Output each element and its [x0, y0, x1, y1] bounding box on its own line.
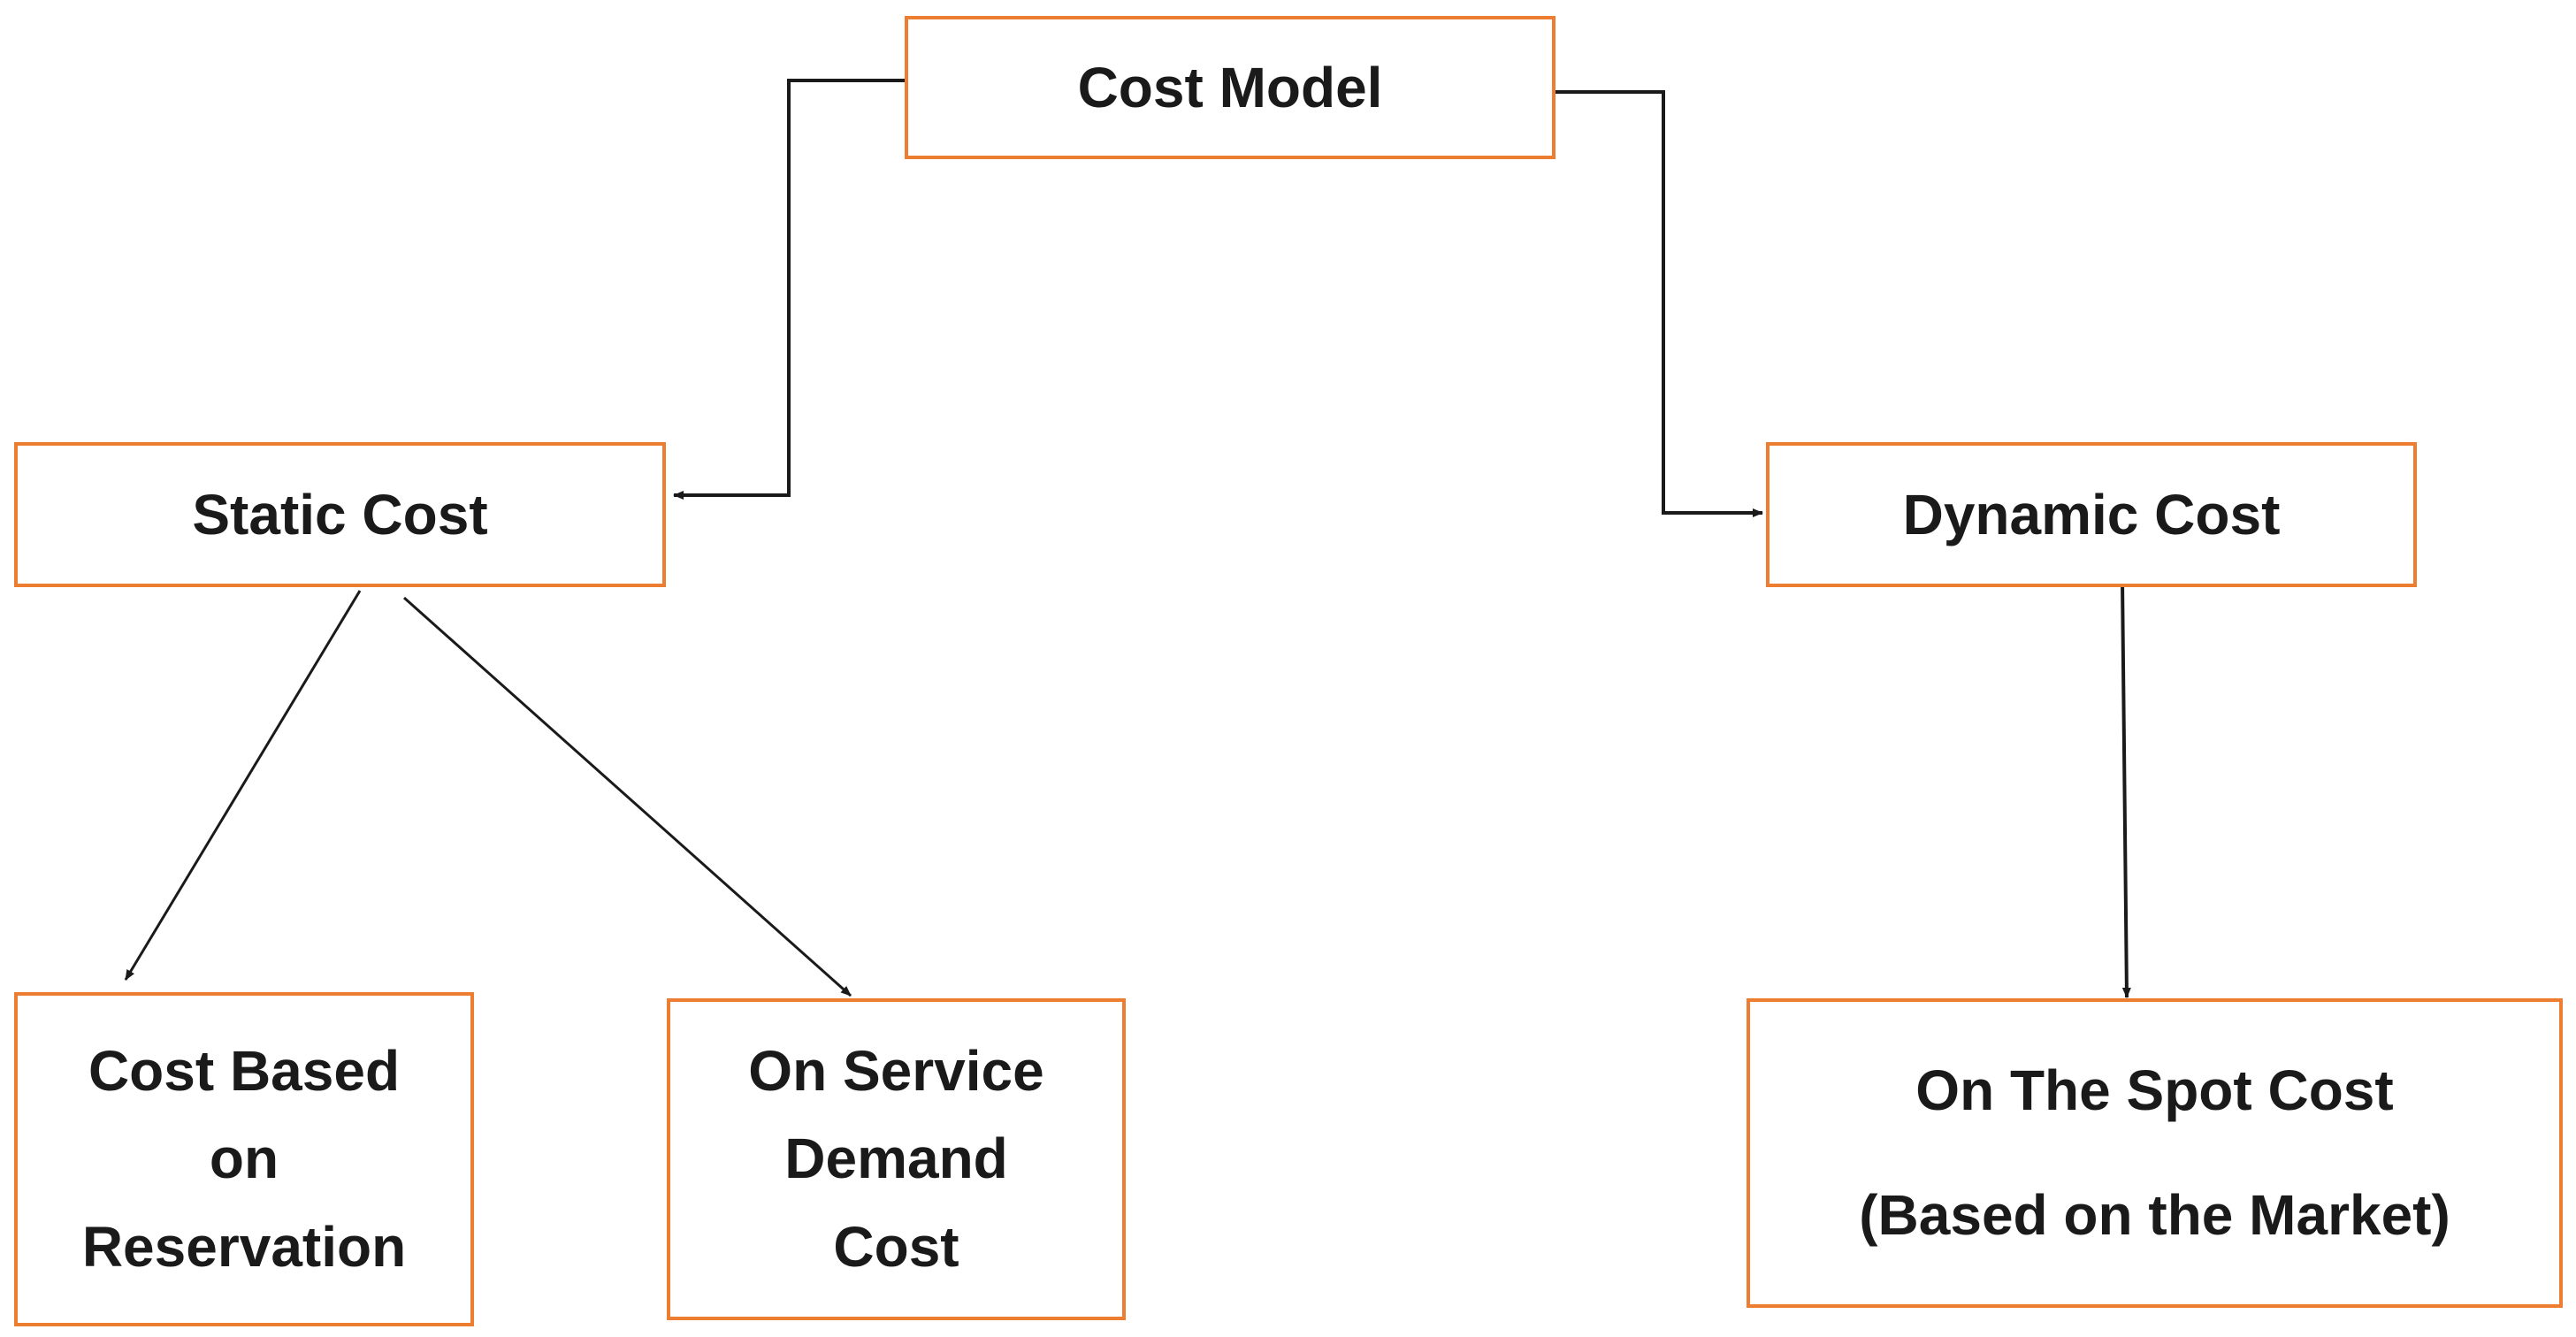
edge-static-cost-to-on-demand — [403, 596, 852, 997]
static-cost-label: Static Cost — [192, 483, 488, 546]
edge-cost-model-to-static-cost — [673, 79, 905, 500]
on-demand-label-line-2: Demand — [784, 1127, 1008, 1191]
cost-model-box: Cost Model — [905, 16, 1556, 159]
dynamic-cost-label: Dynamic Cost — [1902, 483, 2281, 546]
cost-model-label: Cost Model — [1077, 56, 1383, 119]
on-the-spot-cost-box: On The Spot Cost (Based on the Market) — [1747, 998, 2563, 1308]
reservation-label-line-1: Cost Based — [88, 1039, 401, 1104]
edge-dynamic-cost-to-spot — [2121, 579, 2131, 998]
edge-static-cost-to-reservation — [124, 590, 362, 981]
on-demand-label-line-3: Cost — [833, 1214, 959, 1279]
spot-label-line-1: On The Spot Cost — [1915, 1058, 2394, 1123]
spot-label-line-2: (Based on the Market) — [1859, 1183, 2450, 1247]
reservation-label-line-3: Reservation — [81, 1214, 407, 1279]
static-cost-box: Static Cost — [14, 442, 666, 587]
edge-cost-model-to-dynamic-cost — [1556, 90, 1763, 517]
reservation-label-line-2: on — [209, 1127, 279, 1191]
on-service-demand-cost-box: On Service Demand Cost — [667, 998, 1126, 1320]
on-demand-label-line-1: On Service — [748, 1039, 1044, 1104]
cost-based-on-reservation-box: Cost Based on Reservation — [14, 992, 474, 1326]
dynamic-cost-box: Dynamic Cost — [1766, 442, 2417, 587]
